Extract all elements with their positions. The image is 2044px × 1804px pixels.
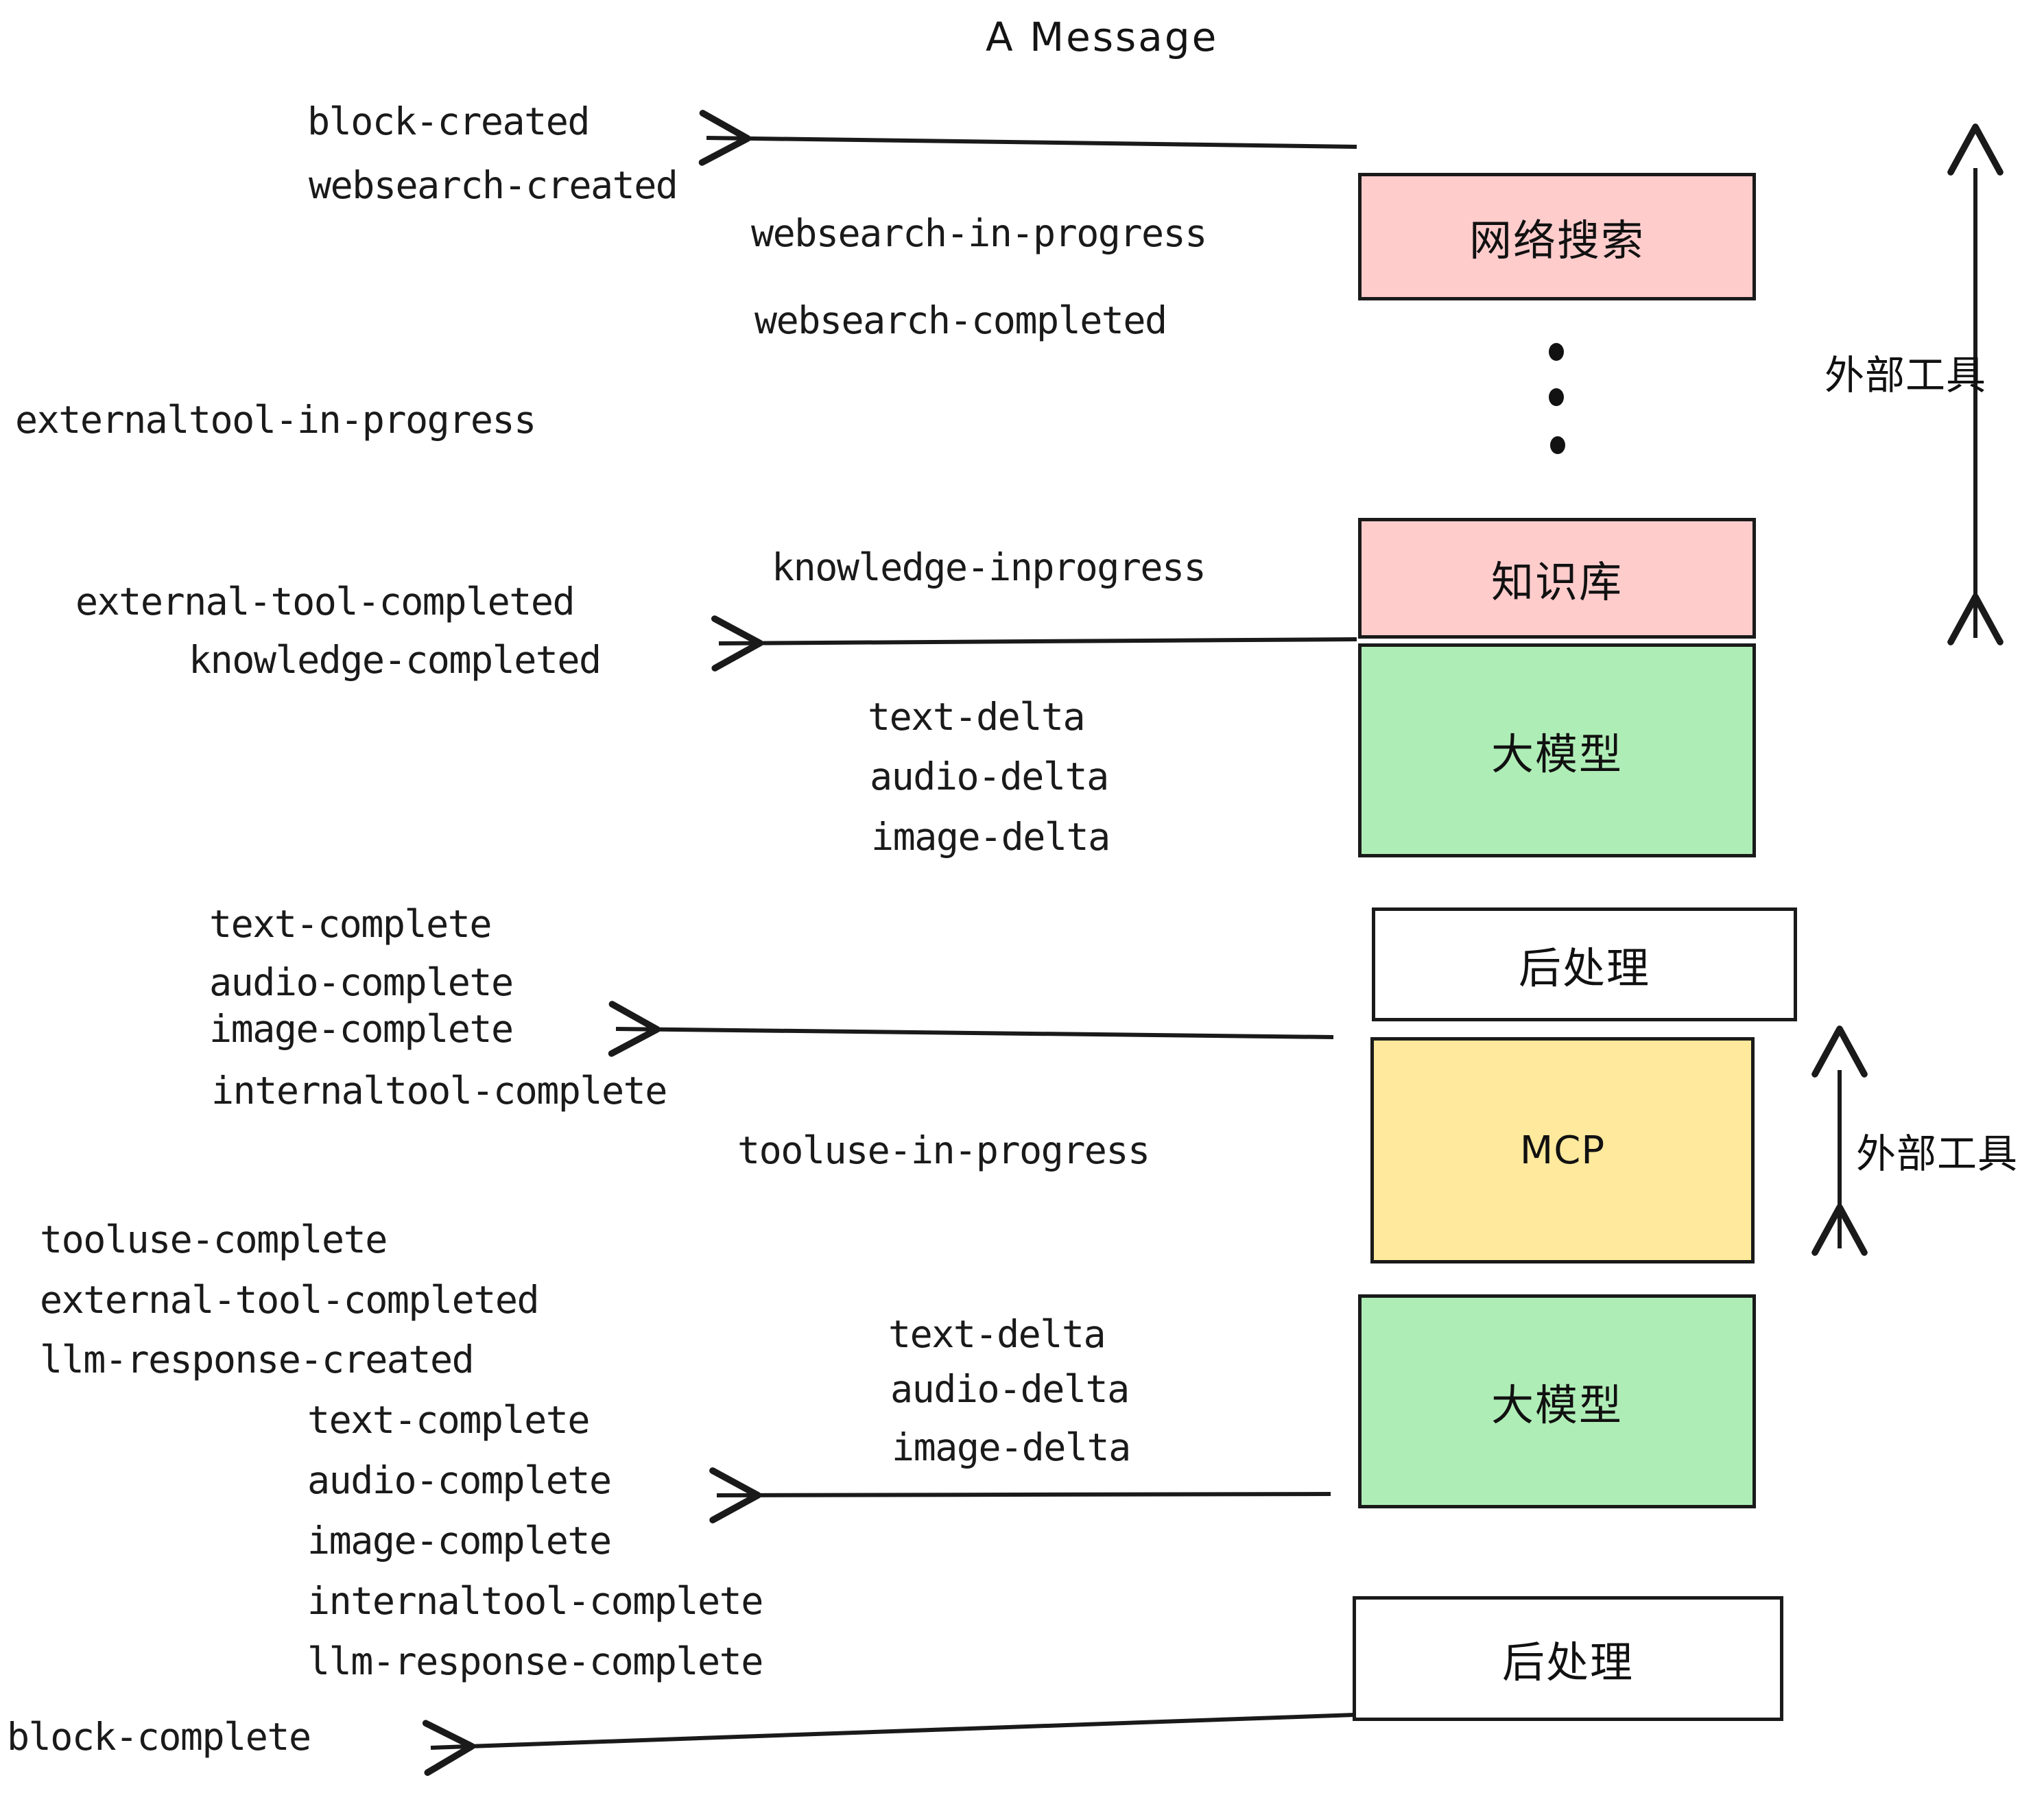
event-tooluse-complete: tooluse-complete xyxy=(40,1218,388,1261)
event-websearch-created: websearch-created xyxy=(309,163,678,207)
event-tooluse-in-progress: tooluse-in-progress xyxy=(737,1128,1150,1172)
node-websearch-label: 网络搜索 xyxy=(1469,215,1645,265)
event-websearch-in-progress: websearch-in-progress xyxy=(751,211,1207,255)
arrow-postprocess2-to-block xyxy=(422,1713,1355,1776)
event-external-tool-completed-1: external-tool-completed xyxy=(75,580,575,624)
arrow-llm2-to-events xyxy=(709,1467,1331,1523)
arrow-knowledge-to-events xyxy=(711,615,1357,672)
node-llm-1[interactable]: 大模型 xyxy=(1358,643,1756,857)
node-llm-1-label: 大模型 xyxy=(1490,729,1623,779)
node-knowledge-label: 知识库 xyxy=(1490,557,1623,607)
event-text-complete-1: text-complete xyxy=(209,902,492,946)
node-llm-2[interactable]: 大模型 xyxy=(1358,1294,1756,1508)
node-llm-2-label: 大模型 xyxy=(1490,1380,1623,1430)
event-block-complete: block-complete xyxy=(7,1715,311,1759)
node-postprocess-1-label: 后处理 xyxy=(1518,943,1650,993)
group-label-external-tools-bottom: 外部工具 xyxy=(1856,1130,2019,1177)
event-text-delta-2: text-delta xyxy=(888,1312,1106,1356)
arrow-mcp-to-events xyxy=(608,1001,1334,1057)
event-audio-complete-1: audio-complete xyxy=(209,960,514,1004)
page-title: A Message xyxy=(986,14,1219,60)
event-audio-delta-2: audio-delta xyxy=(890,1367,1130,1411)
node-postprocess-2[interactable]: 后处理 xyxy=(1353,1596,1783,1721)
ellipsis-dot-3 xyxy=(1550,436,1565,454)
event-websearch-completed: websearch-completed xyxy=(754,298,1167,342)
event-image-complete-1: image-complete xyxy=(209,1007,514,1051)
node-postprocess-1[interactable]: 后处理 xyxy=(1372,907,1797,1021)
node-knowledge[interactable]: 知识库 xyxy=(1358,518,1756,639)
event-image-delta-2: image-delta xyxy=(892,1425,1131,1469)
event-llm-response-created: llm-response-created xyxy=(40,1338,475,1381)
event-image-delta-1: image-delta xyxy=(871,815,1110,859)
event-internaltool-complete-2: internaltool-complete xyxy=(307,1579,763,1623)
event-internaltool-complete-1: internaltool-complete xyxy=(211,1069,667,1113)
event-image-complete-2: image-complete xyxy=(307,1519,612,1563)
event-audio-complete-2: audio-complete xyxy=(307,1458,612,1502)
event-text-complete-2: text-complete xyxy=(307,1398,590,1442)
ellipsis-dot-2 xyxy=(1549,388,1564,406)
node-websearch[interactable]: 网络搜索 xyxy=(1358,173,1756,300)
event-external-tool-completed-2: external-tool-completed xyxy=(40,1278,540,1322)
event-audio-delta-1: audio-delta xyxy=(870,755,1109,798)
ellipsis-dot-1 xyxy=(1549,343,1564,361)
arrow-websearch-to-events xyxy=(698,110,1357,166)
node-postprocess-2-label: 后处理 xyxy=(1501,1637,1634,1687)
event-llm-response-complete: llm-response-complete xyxy=(307,1639,763,1683)
event-externaltool-in-progress: externaltool-in-progress xyxy=(15,398,536,442)
group-label-external-tools-top: 外部工具 xyxy=(1825,352,1987,399)
node-mcp[interactable]: MCP xyxy=(1370,1037,1755,1263)
event-knowledge-completed: knowledge-completed xyxy=(189,638,602,682)
node-mcp-label: MCP xyxy=(1519,1128,1606,1173)
event-text-delta-1: text-delta xyxy=(868,695,1086,739)
event-block-created: block-created xyxy=(307,99,590,143)
event-knowledge-inprogress: knowledge-inprogress xyxy=(772,545,1207,589)
